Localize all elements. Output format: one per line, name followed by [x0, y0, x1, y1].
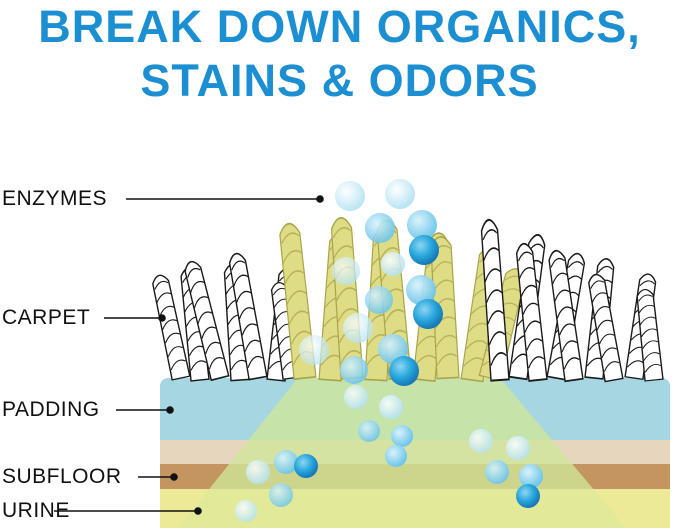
enzyme-bubble-icon: [246, 460, 270, 484]
enzyme-bubble-icon: [391, 425, 413, 447]
carpet-leader-dot: [158, 314, 166, 322]
enzymes-leader-dot: [316, 195, 324, 203]
enzyme-bubble-icon: [413, 299, 443, 329]
enzyme-bubble-icon: [407, 210, 437, 240]
enzyme-bubble-icon: [485, 460, 509, 484]
enzyme-bubble-icon: [385, 179, 415, 209]
enzyme-bubble-icon: [365, 286, 393, 314]
label-urine: URINE: [2, 499, 70, 522]
enzyme-bubble-icon: [379, 395, 403, 419]
label-leader-lines: [54, 195, 324, 515]
label-padding: PADDING: [2, 398, 100, 421]
headline-line-1: BREAK DOWN ORGANICS,: [38, 1, 641, 52]
enzyme-bubbles: [235, 179, 543, 522]
enzyme-bubble-icon: [294, 454, 318, 478]
enzyme-bubble-icon: [381, 252, 405, 276]
enzyme-bubble-icon: [389, 356, 419, 386]
headline: BREAK DOWN ORGANICS, STAINS & ODORS: [0, 0, 679, 108]
label-subfloor: SUBFLOOR: [2, 465, 122, 488]
enzyme-bubble-icon: [385, 445, 407, 467]
enzyme-bubble-icon: [235, 500, 257, 522]
enzyme-bubble-icon: [406, 275, 436, 305]
enzyme-bubble-icon: [506, 436, 530, 460]
padding-leader-dot: [166, 406, 174, 414]
enzyme-bubble-icon: [519, 464, 543, 488]
enzyme-bubble-icon: [335, 181, 365, 211]
urine-leader-dot: [194, 507, 202, 515]
enzyme-bubble-icon: [409, 235, 439, 265]
enzyme-bubble-icon: [269, 483, 293, 507]
enzyme-bubble-icon: [340, 356, 368, 384]
enzyme-bubble-icon: [516, 484, 540, 508]
enzyme-bubble-icon: [332, 257, 360, 285]
enzyme-bubble-icon: [358, 420, 380, 442]
enzyme-bubble-icon: [343, 313, 373, 343]
enzyme-bubble-icon: [299, 335, 329, 365]
enzyme-bubble-icon: [274, 450, 298, 474]
headline-line-2: STAINS & ODORS: [140, 55, 539, 106]
carpet-fibers-left: [149, 251, 302, 382]
label-carpet: CARPET: [2, 306, 91, 329]
label-enzymes: ENZYMES: [2, 187, 108, 210]
enzyme-bubble-icon: [344, 385, 368, 409]
subfloor-leader-dot: [170, 473, 178, 481]
enzyme-bubble-icon: [469, 429, 493, 453]
enzyme-bubble-icon: [365, 213, 395, 243]
